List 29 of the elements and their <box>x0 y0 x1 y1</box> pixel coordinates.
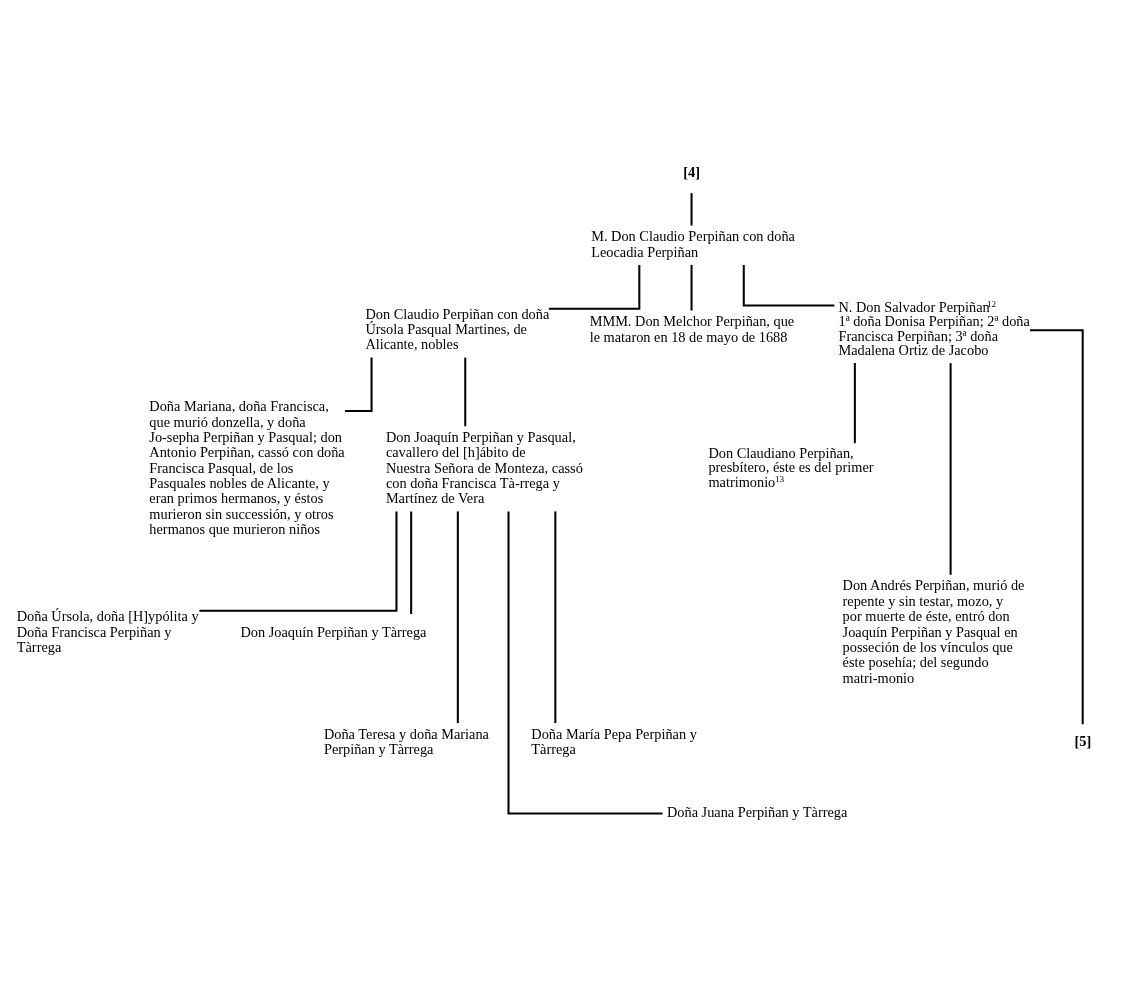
node-text: Don Joaquín Perpiñan y Tàrrega <box>240 623 427 640</box>
node-text: Doña Úrsola, doña [H]ypólita y Doña Francisca Perpiñan y Tàrrega <box>16 607 199 655</box>
connector <box>507 511 663 814</box>
node-text: Doña Teresa y doña Mariana Perpiñan y Tàrrega <box>323 725 489 757</box>
node-text: Doña Mariana, doña Francisca, que murió donzella, y doña Jo-sepha Perpiñan y Pasqual; don Antonio Perpiñan, cassó con doña Francisca Pasqual, de los Pasquales nobles de Alicante, y eran primos hermanos, y éstos murieron sin successión, y otros hermanos que murieron niños <box>149 397 345 537</box>
connector <box>742 264 835 307</box>
connector <box>199 510 398 612</box>
node-text: Doña María Pepa Perpiñan y Tàrrega <box>531 725 697 757</box>
connector <box>1030 328 1084 724</box>
node-text: Don Joaquín Perpiñan y Pasqual, cavallero del [h]ábito de Nuestra Señora de Monteza, cassó con doña Francisca Tà-rrega y Martínez de Vera <box>385 428 583 506</box>
connector <box>853 362 856 443</box>
node-text: [5] <box>1074 732 1092 749</box>
node-text: Don Andrés Perpiñan, murió de repente y sin testar, mozo, y por muerte de éste, entró don Joaquín Perpiñan y Pasqual en posseción de los vínculos que éste posehía; del segundo matri-monio <box>842 576 1025 686</box>
connector <box>464 357 467 426</box>
node-text: [4] <box>683 163 701 180</box>
node-text: N. Don Salvador Perpiñan$^{12}$ 1ª doña Donisa Perpiñan; 2ª doña Francisca Perpiñan; 3ª doña Madalena Ortiz de Jacobo <box>838 298 1030 358</box>
node-text: Don Claudiano Perpiñan, presbítero, éste es del primer matrimonio$^{13}$ <box>708 444 874 490</box>
connector <box>456 510 459 723</box>
connector <box>690 264 693 311</box>
node-text: M. Don Claudio Perpiñan con doña Leocadia Perpiñan <box>591 227 795 260</box>
connector <box>554 510 557 723</box>
node-text: MMM. Don Melchor Perpiñan, que le mataron en 18 de mayo de 1688 <box>589 312 795 345</box>
connector <box>949 362 952 575</box>
node-text: Don Claudio Perpiñan con doña Úrsola Pasqual Martines, de Alicante, nobles <box>365 305 550 352</box>
connector <box>345 357 373 412</box>
connector <box>410 511 413 614</box>
connector <box>548 264 641 310</box>
connector <box>690 192 693 225</box>
node-text: Doña Juana Perpiñan y Tàrrega <box>666 803 848 820</box>
